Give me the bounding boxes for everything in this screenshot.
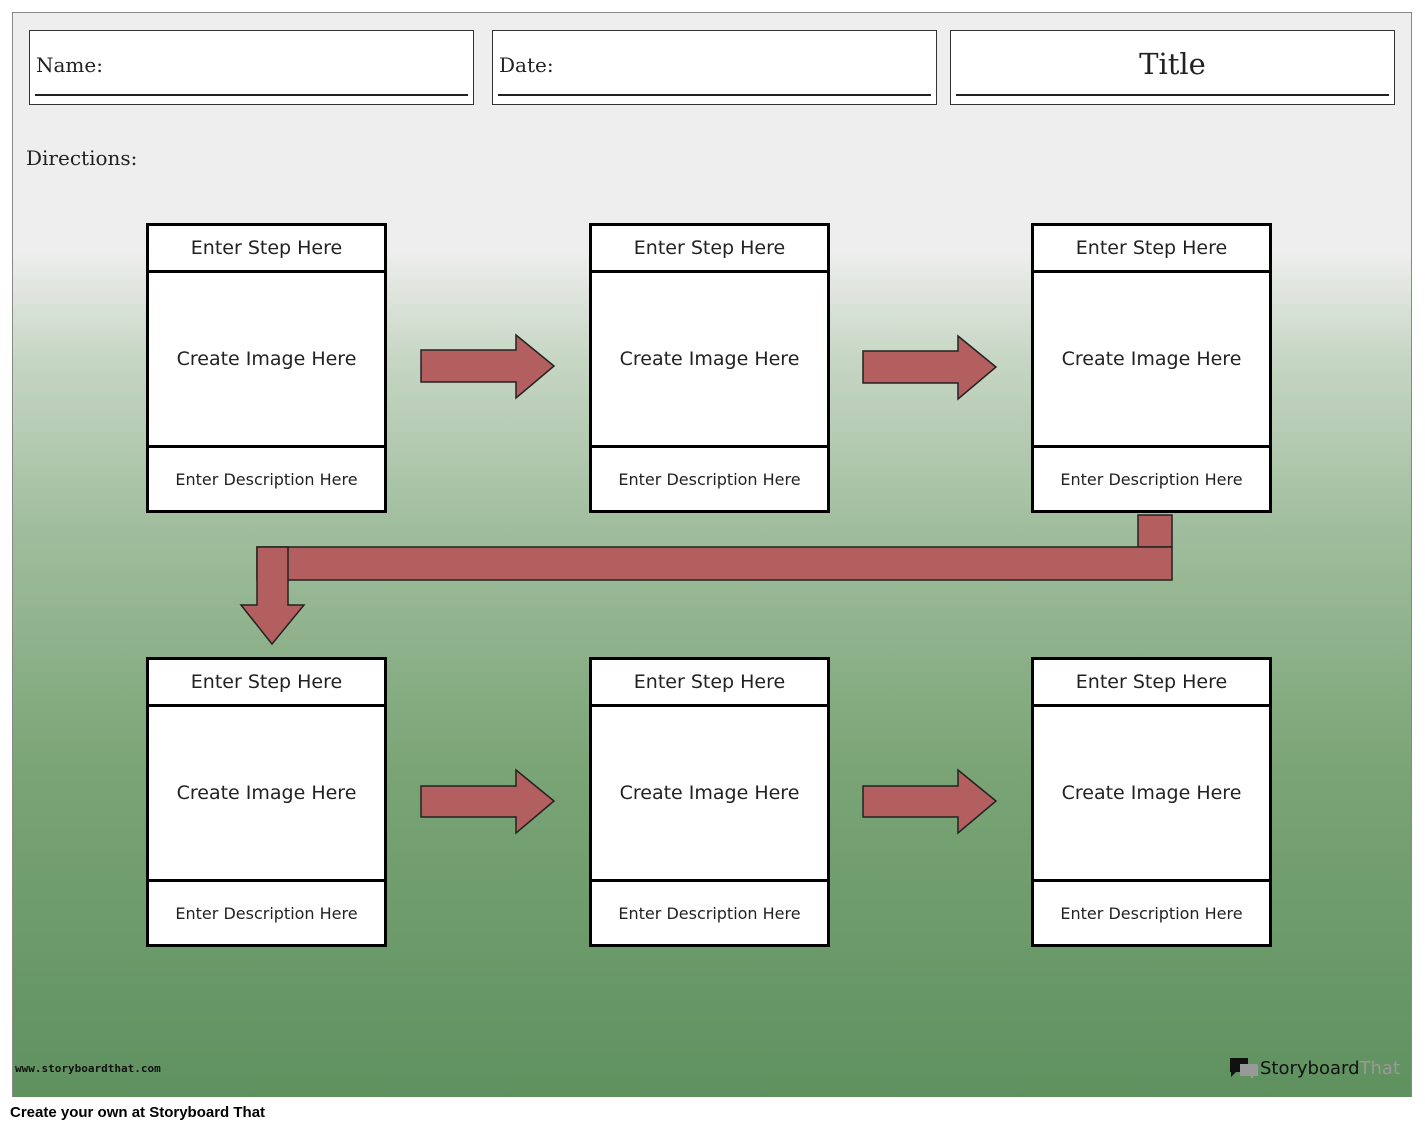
step-title[interactable]: Enter Step Here bbox=[149, 660, 384, 707]
step-title[interactable]: Enter Step Here bbox=[1034, 660, 1269, 707]
step-title[interactable]: Enter Step Here bbox=[1034, 226, 1269, 273]
image-area[interactable]: Create Image Here bbox=[592, 707, 827, 882]
image-area[interactable]: Create Image Here bbox=[149, 273, 384, 448]
name-line bbox=[35, 94, 468, 96]
step-title[interactable]: Enter Step Here bbox=[149, 226, 384, 273]
step-description[interactable]: Enter Description Here bbox=[1060, 903, 1243, 923]
logo-text-storyboard: Storyboard bbox=[1260, 1057, 1360, 1079]
step-title[interactable]: Enter Step Here bbox=[592, 226, 827, 273]
step-description[interactable]: Enter Description Here bbox=[175, 903, 358, 923]
name-field[interactable]: Name: bbox=[29, 30, 474, 105]
arrow-right-icon bbox=[862, 768, 998, 835]
step-description[interactable]: Enter Description Here bbox=[1060, 469, 1243, 489]
connector-segment bbox=[1137, 514, 1173, 548]
watermark-url: www.storyboardthat.com bbox=[15, 1062, 161, 1075]
step-title[interactable]: Enter Step Here bbox=[592, 660, 827, 707]
speech-bubbles-icon bbox=[1230, 1058, 1258, 1079]
step-description[interactable]: Enter Description Here bbox=[618, 469, 801, 489]
logo-text-that: That bbox=[1359, 1057, 1401, 1079]
date-label: Date: bbox=[499, 53, 554, 77]
image-area[interactable]: Create Image Here bbox=[149, 707, 384, 882]
arrow-right-icon bbox=[420, 768, 556, 835]
date-line bbox=[498, 94, 931, 96]
arrow-right-icon bbox=[862, 334, 998, 401]
step-description[interactable]: Enter Description Here bbox=[175, 469, 358, 489]
title-line bbox=[956, 94, 1389, 96]
arrow-right-icon bbox=[420, 333, 556, 400]
directions-label: Directions: bbox=[26, 146, 138, 170]
date-field[interactable]: Date: bbox=[492, 30, 937, 105]
title-field[interactable]: Title bbox=[950, 30, 1395, 105]
footer-link[interactable]: Create your own at Storyboard That bbox=[10, 1104, 266, 1121]
title-text: Title bbox=[1139, 47, 1206, 81]
image-area[interactable]: Create Image Here bbox=[1034, 273, 1269, 448]
arrow-down-icon bbox=[239, 546, 306, 646]
name-label: Name: bbox=[36, 53, 103, 77]
image-area[interactable]: Create Image Here bbox=[1034, 707, 1269, 882]
connector-bar bbox=[256, 546, 1173, 581]
image-area[interactable]: Create Image Here bbox=[592, 273, 827, 448]
step-description[interactable]: Enter Description Here bbox=[618, 903, 801, 923]
